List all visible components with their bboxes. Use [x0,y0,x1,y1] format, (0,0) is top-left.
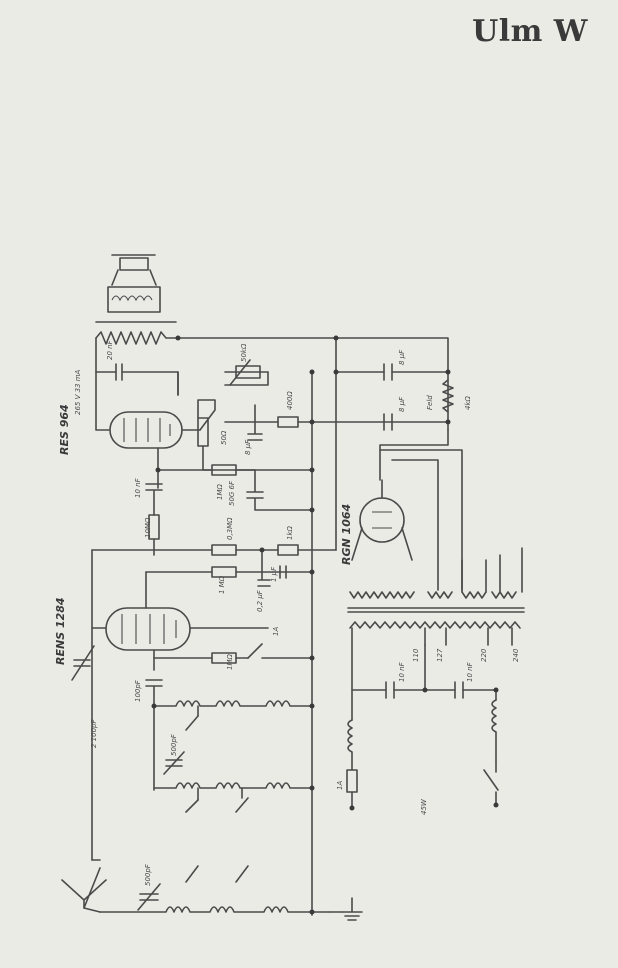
label-rectifier-tube: RGN 1064 [340,504,353,565]
output-transformer [95,321,177,345]
label-c-50g: 50G 6F [228,480,236,506]
label-output-tube: RES 964 [58,404,71,455]
filter-capacitor-mid [383,413,393,431]
label-sw-1a: 1A [272,627,280,636]
capacitor-500pf-antenna [137,883,161,911]
capacitor-100pf [145,679,163,707]
field-coil [442,379,454,413]
coupling-capacitor-10nf [145,483,163,516]
label-fuse: 1A [336,781,344,790]
label-r-cathode: 50Ω [220,430,228,445]
label-pot-volume: 50kΩ [240,343,248,362]
label-c-mains-2: 10 nF [466,661,474,682]
fuse [346,769,358,809]
label-operating-point: 265 V 33 mA [74,369,82,415]
volume-potentiometer [177,359,269,396]
plate-wire [95,337,113,431]
label-tap-220: 220 [480,648,488,662]
label-c-10nf: 10 nF [134,477,142,498]
label-detector-tube: RENS 1284 [54,597,67,665]
rf-coils-upper [153,700,313,791]
label-tap-110: 110 [412,648,420,662]
resistor-1m-c [153,643,313,664]
label-power: 45W [420,798,428,815]
b-plus-rail [175,337,449,431]
label-c-2100pf: 2 100pF [90,719,98,748]
label-c-02uf: 0,2 μF [256,589,264,612]
label-c-mains-1: 10 nF [398,661,406,682]
label-c-cathode: 8 μF [244,439,252,455]
label-c-500pf-ant: 500pF [144,863,152,886]
label-field-value: 4kΩ [464,395,472,410]
grid-resistor-10m [148,514,160,556]
rf-coils-lower [153,782,313,789]
cathode-network [197,399,263,471]
screen-network [145,549,313,587]
label-c-speaker: 20 nF [106,339,114,360]
loudspeaker-symbol [107,254,161,313]
resistor-0-3m [91,544,337,556]
ground-symbol [329,897,363,921]
label-r-1m-c: 1MΩ [226,654,234,670]
label-tap-240: 240 [512,648,520,662]
label-r-1m-a: 1MΩ [216,484,224,500]
filter-capacitor-top [335,363,449,381]
trimmer-capacitor [71,645,95,681]
capacitor-50g [246,469,313,511]
antenna-coils [91,859,331,913]
label-c-filter-mid: 8 μF [398,396,406,412]
label-c-filter-top: 8 μF [398,349,406,365]
band-switches [185,705,249,883]
capacitor-500pf-mid [163,751,185,775]
label-r-10m: 10MΩ [144,517,152,538]
label-r-03m: 0,3MΩ [226,517,234,540]
power-transformer-secondary [347,547,525,613]
mains-chokes [347,699,497,771]
label-c-500pf-mid: 500pF [170,733,178,756]
page-title: Ulm W [472,14,588,49]
label-r-1m-b: 1 MΩ [218,575,226,594]
mains-switch [349,759,499,811]
speaker-coupling-capacitor [95,363,179,396]
label-c-100pf: 100pF [134,679,142,702]
output-tube-res964 [109,411,201,489]
label-field: Feld [426,395,434,410]
label-r-1k: 1kΩ [286,525,294,540]
power-transformer-primary [349,621,521,721]
label-c-1uf: 1 μF [270,566,278,582]
antenna-symbol [61,867,107,913]
junction-dots [151,335,499,915]
resistor-1m-a [157,464,313,476]
label-tap-127: 127 [436,648,444,662]
detector-tube-rens1284 [91,549,269,861]
rectifier-tube-rgn1064 [351,449,463,591]
resistor-400 [224,416,449,428]
label-r-400: 400Ω [286,391,294,410]
